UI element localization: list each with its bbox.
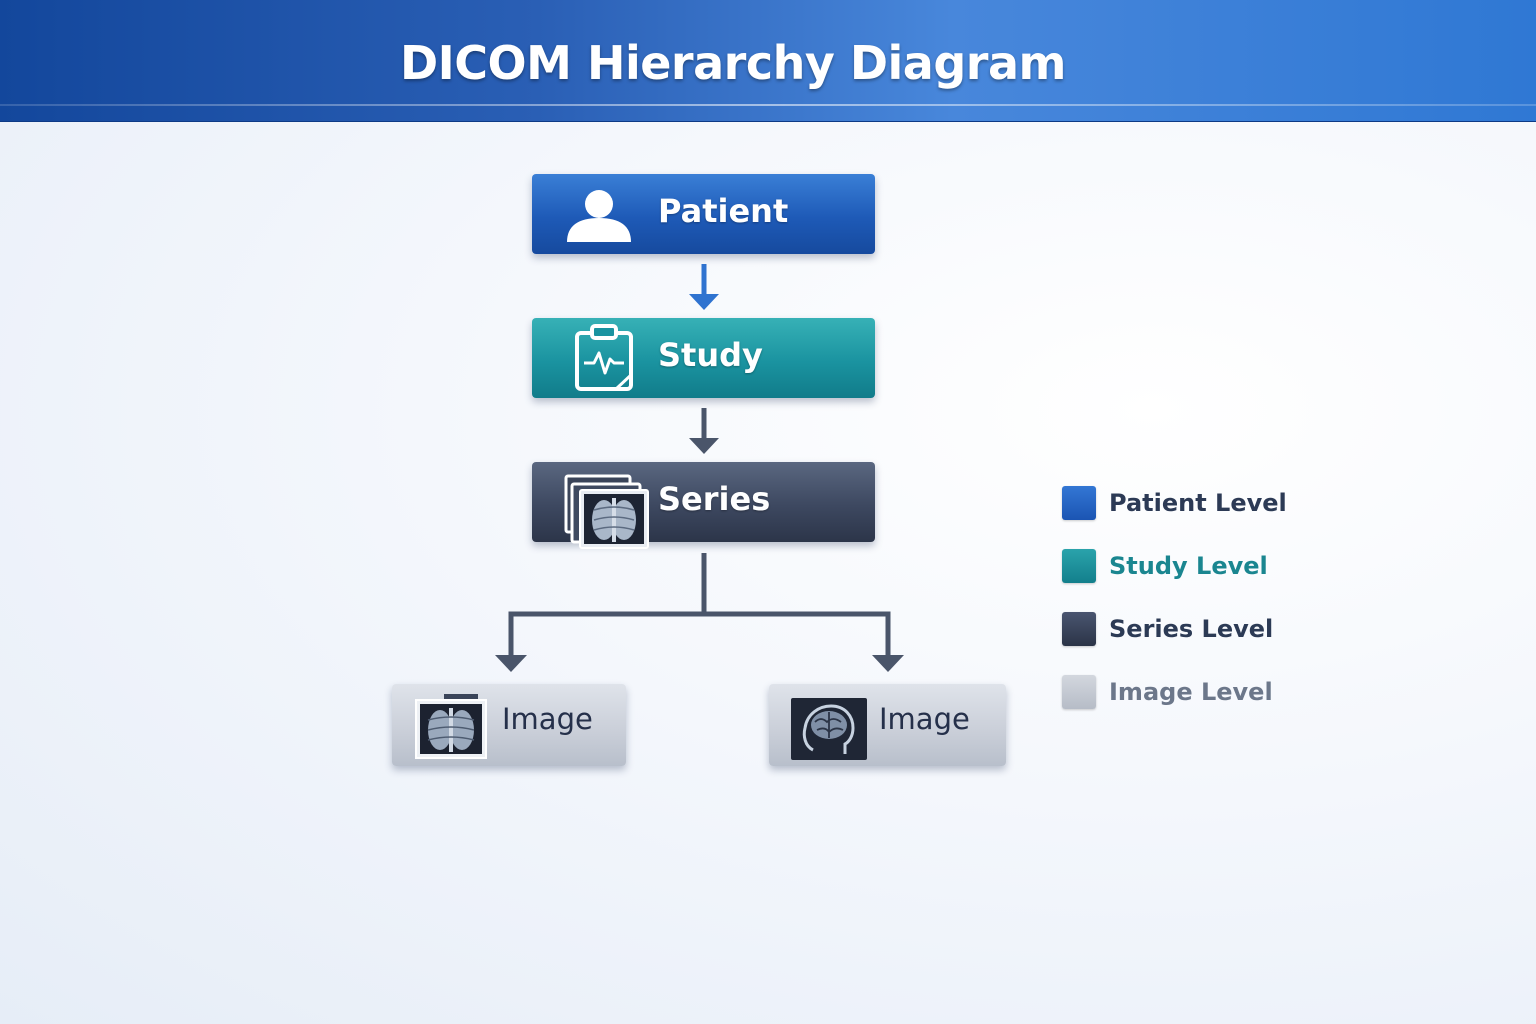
patient-node[interactable]: Patient	[532, 174, 875, 254]
chest-xray-icon	[415, 694, 487, 759]
legend-label-patient: Patient Level	[1109, 489, 1287, 517]
legend-label-image: Image Level	[1109, 678, 1273, 706]
header-bar: DICOM Hierarchy Diagram	[0, 0, 1536, 122]
legend-item-patient: Patient Level	[1062, 485, 1287, 521]
study-node[interactable]: Study	[532, 318, 875, 398]
legend-swatch-image	[1062, 675, 1096, 709]
image-label-chest: Image	[502, 702, 593, 736]
stacked-xray-icon	[564, 474, 649, 549]
legend-item-image: Image Level	[1062, 674, 1273, 710]
image-label-brain: Image	[879, 702, 970, 736]
brain-scan-icon	[791, 698, 867, 760]
page-title: DICOM Hierarchy Diagram	[400, 36, 1066, 90]
legend-swatch-patient	[1062, 486, 1096, 520]
legend-item-series: Series Level	[1062, 611, 1273, 647]
arrow-study-to-series	[689, 408, 719, 454]
legend-label-study: Study Level	[1109, 552, 1268, 580]
legend-item-study: Study Level	[1062, 548, 1268, 584]
study-label: Study	[658, 336, 763, 374]
image-node-chest[interactable]: Image	[392, 684, 626, 766]
series-node[interactable]: Series	[532, 462, 875, 549]
legend-swatch-study	[1062, 549, 1096, 583]
series-label: Series	[658, 480, 771, 518]
user-icon	[567, 190, 631, 242]
arrow-patient-to-study	[689, 264, 719, 310]
patient-label: Patient	[658, 192, 789, 230]
clipboard-ecg-icon	[575, 324, 633, 391]
arrow-series-to-images	[495, 553, 904, 672]
image-node-brain[interactable]: Image	[769, 684, 1006, 766]
legend-swatch-series	[1062, 612, 1096, 646]
legend-label-series: Series Level	[1109, 615, 1274, 643]
